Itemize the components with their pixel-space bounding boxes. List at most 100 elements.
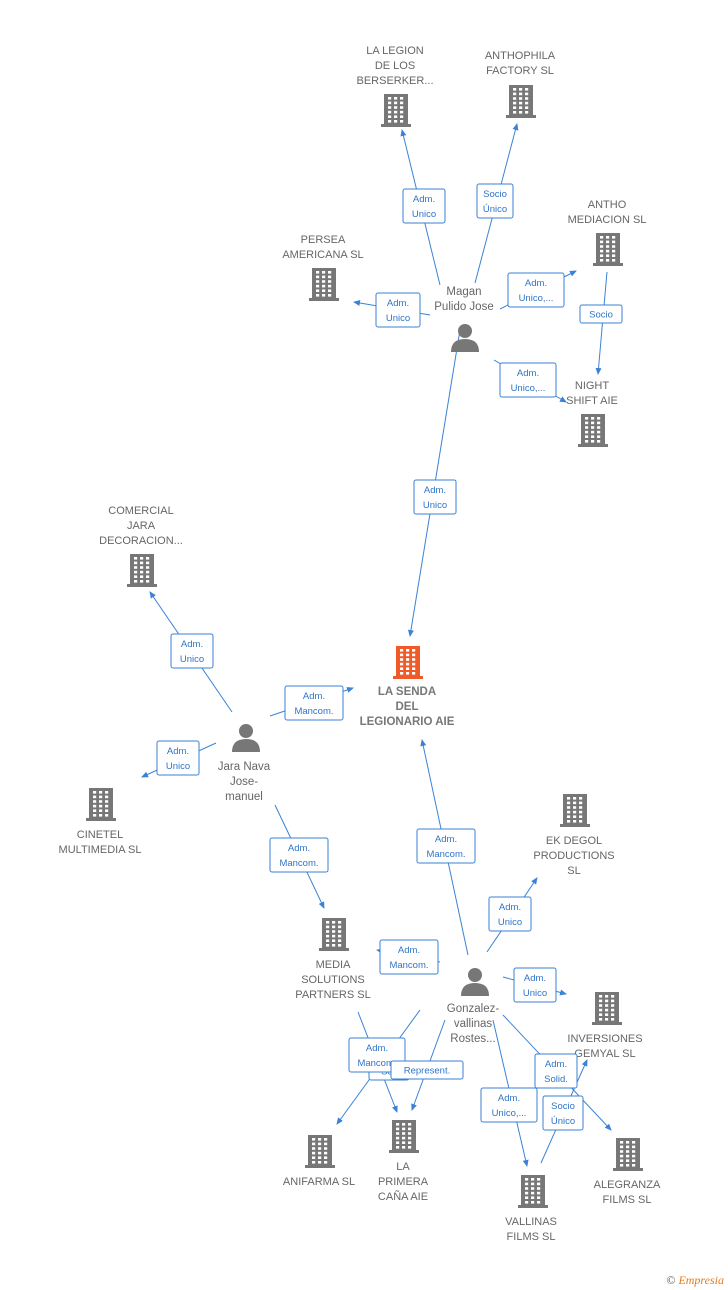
building-icon	[309, 268, 339, 301]
node-label-line: Magan	[446, 286, 481, 298]
node-label-line: COMERCIAL	[108, 505, 173, 517]
node-label-line: LEGIONARIO AIE	[360, 716, 455, 728]
node-label-line: manuel	[225, 791, 263, 803]
edge-label-text: Solid.	[544, 1074, 568, 1085]
building-icon	[381, 94, 411, 127]
edge-label-text: Socio	[483, 189, 507, 200]
edge-label-text: Unico	[523, 988, 547, 999]
edge-label-text: Unico	[180, 654, 204, 665]
edge-label-text: Adm.	[498, 1093, 520, 1104]
edge-label-anthomed-to-nightshift[interactable]: Socio	[579, 304, 623, 324]
edge-label-jara-to-mediasol[interactable]: Adm. Mancom.	[269, 837, 329, 873]
edge-label-text: Adm.	[398, 945, 420, 956]
edge-label-text: Mancom.	[426, 849, 465, 860]
node-label-line: Rostes...	[450, 1033, 495, 1045]
person-icon	[461, 968, 489, 996]
node-label-line: FILMS SL	[603, 1194, 652, 1206]
brand-logo[interactable]: Empresia	[678, 1273, 724, 1287]
edge-label-magan-to-persea[interactable]: Adm.Unico	[375, 292, 421, 328]
edge-label-magan-to-legion[interactable]: Adm.Unico	[402, 188, 446, 224]
node-label-line: ANIFARMA SL	[283, 1176, 355, 1188]
node-persea[interactable]: PERSEA AMERICANA SL	[282, 234, 364, 301]
person-icon	[232, 724, 260, 752]
edge-label-text: Unico,...	[519, 293, 554, 304]
node-label-line: LA	[396, 1161, 410, 1173]
focus-building-icon	[393, 646, 423, 679]
node-label-line: BERSERKER...	[356, 75, 433, 87]
building-icon	[592, 992, 622, 1025]
edge-label-text: Adm.	[525, 278, 547, 289]
building-icon	[613, 1138, 643, 1171]
node-label-line: Gonzalez-	[447, 1003, 500, 1015]
node-label-line: vallinas	[454, 1018, 493, 1030]
footer-credit: © Empresia	[666, 1273, 724, 1288]
edge-label-gonzalez-to-ekdegol[interactable]: Adm.Unico	[488, 896, 532, 932]
node-label-line: EK DEGOL	[546, 835, 602, 847]
node-label-line: ANTHOPHILA	[485, 50, 556, 62]
edge-label-text: Unico	[498, 917, 522, 928]
node-comercial[interactable]: COMERCIALJARADECORACION...	[99, 505, 183, 587]
edge-label-text: Mancom.	[294, 706, 333, 717]
edge-label-magan-to-senda[interactable]: Adm.Unico	[413, 479, 457, 515]
edge-label-text: Único	[551, 1116, 575, 1127]
node-label-line: CAÑA AIE	[378, 1190, 428, 1203]
edge-label-text: Adm.	[435, 834, 457, 845]
edge-label-jara-to-cinetel[interactable]: Adm.Unico	[156, 740, 200, 776]
building-icon	[506, 85, 536, 118]
edge-label-text: Adm.	[181, 639, 203, 650]
node-label-line: AMERICANA SL	[282, 249, 363, 261]
edge-label-text: Unico	[166, 761, 190, 772]
edge-label-gonzalez-to-senda[interactable]: Adm. Mancom.	[416, 828, 476, 864]
edge-label-magan-to-anthomed[interactable]: Adm. Unico,...	[507, 272, 565, 308]
edge-label-jara-to-senda[interactable]: Adm.Mancom.	[284, 685, 344, 721]
edge-label-gonzalez-to-primera[interactable]: Represent.	[390, 1060, 464, 1080]
node-label-line: SL	[567, 865, 580, 877]
edge-label-gonzalez-to-inversiones[interactable]: Adm.Unico	[513, 967, 557, 1003]
node-gonzalez[interactable]: Gonzalez-vallinasRostes...	[447, 968, 500, 1045]
edge-label-text: Represent.	[404, 1066, 450, 1077]
node-anifarma[interactable]: ANIFARMA SL	[283, 1135, 355, 1188]
node-label-line: PRODUCTIONS	[533, 850, 614, 862]
edge-label-text: Adm.	[288, 843, 310, 854]
edge-label-jara-to-comercial[interactable]: Adm. Unico	[170, 633, 214, 669]
edge-label-gonzalez-to-vallinas[interactable]: Adm.Unico,...	[480, 1087, 538, 1123]
edge-label-gonzalez-to-mediasol[interactable]: Adm.Mancom.	[379, 939, 439, 975]
edge-label-magan-to-nightshift[interactable]: Adm. Unico,...	[499, 362, 557, 398]
building-icon	[578, 414, 608, 447]
node-label-line: CINETEL	[77, 829, 123, 841]
edge-label-text: Adm.	[366, 1043, 388, 1054]
edge-label-text: Socio	[589, 310, 613, 321]
node-label-line: Jara Nava	[218, 761, 271, 773]
node-label-line: DECORACION...	[99, 535, 183, 547]
node-ekdegol[interactable]: EK DEGOL PRODUCTIONS SL	[533, 794, 615, 877]
edge-label-vallinas-to-inversiones[interactable]: Adm. Solid.	[534, 1053, 578, 1089]
node-label-line: Jose-	[230, 776, 258, 788]
edge-label-text: Adm.	[517, 368, 539, 379]
node-label-line: SOLUTIONS	[301, 974, 365, 986]
building-icon	[127, 554, 157, 587]
edge-label-text: Unico,...	[511, 383, 546, 394]
edge-label-text: Adm.	[545, 1059, 567, 1070]
edge-label-text: Mancom.	[279, 858, 318, 869]
building-icon	[305, 1135, 335, 1168]
node-label-line: PERSEA	[301, 234, 346, 246]
person-icon	[451, 324, 479, 352]
building-icon	[560, 794, 590, 827]
edge-label-text: Único	[483, 204, 507, 215]
